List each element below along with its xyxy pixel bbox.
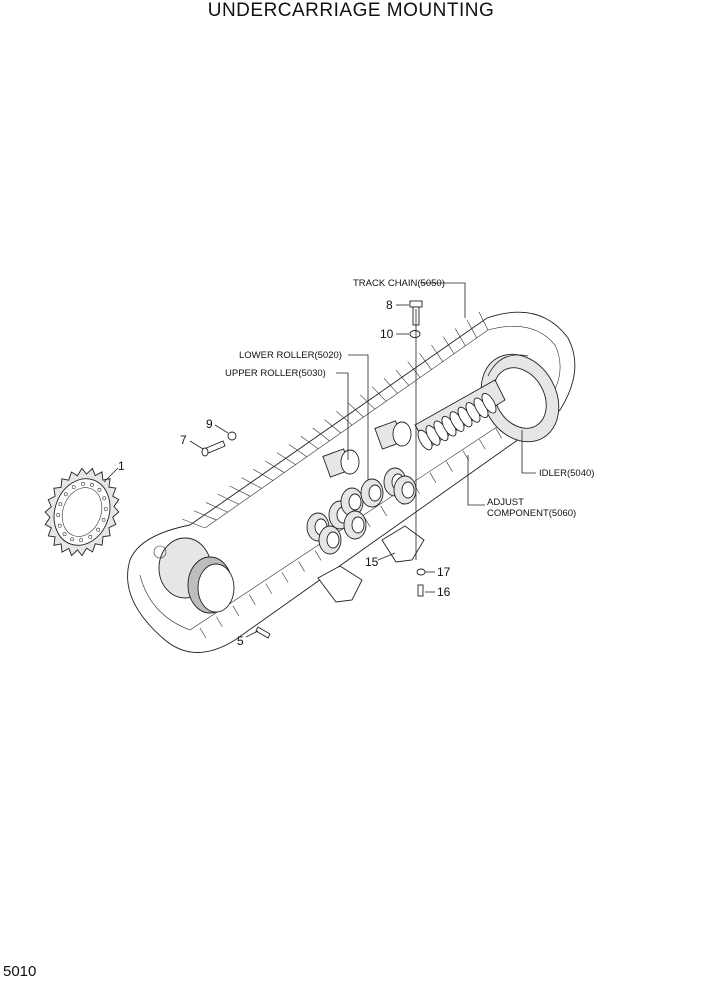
lower-roller-drawing (306, 467, 417, 555)
upper-roller-drawing (322, 420, 412, 478)
part-number-1: 1 (118, 459, 125, 473)
bolt-7-drawing (201, 440, 226, 457)
guard-15-drawing (317, 525, 425, 603)
final-drive-drawing (153, 537, 235, 614)
label-lower-roller: LOWER ROLLER(5020) (239, 350, 342, 361)
washer-9-drawing (227, 431, 237, 441)
idler-drawing (480, 353, 560, 443)
adjust-component-drawing (414, 379, 506, 451)
track-chain-drawing (127, 311, 576, 653)
part-number-10: 10 (380, 327, 394, 341)
page-title: UNDERCARRIAGE MOUNTING (207, 0, 495, 21)
part-number-15: 15 (365, 555, 379, 569)
sprocket-drawing (44, 467, 120, 557)
part-number-9: 9 (206, 417, 213, 431)
part-number-5: 5 (237, 634, 244, 648)
leader-lines (103, 282, 536, 638)
label-adjust-line2: COMPONENT(5060) (487, 508, 576, 519)
label-track-chain: TRACK CHAIN(5050) (353, 278, 445, 289)
part-number-16: 16 (437, 585, 451, 599)
part-number-8: 8 (386, 298, 393, 312)
label-upper-roller: UPPER ROLLER(5030) (225, 368, 326, 379)
page-number: 5010 (3, 963, 37, 980)
bolt-5-drawing (255, 626, 271, 639)
washer-17-drawing (416, 568, 426, 576)
washer-10-drawing (409, 330, 421, 338)
label-idler: IDLER(5040) (539, 468, 594, 479)
part-number-7: 7 (180, 433, 187, 447)
label-adjust-line1: ADJUST (487, 497, 524, 508)
part-number-17: 17 (437, 565, 451, 579)
bolt-16-drawing (417, 584, 424, 597)
